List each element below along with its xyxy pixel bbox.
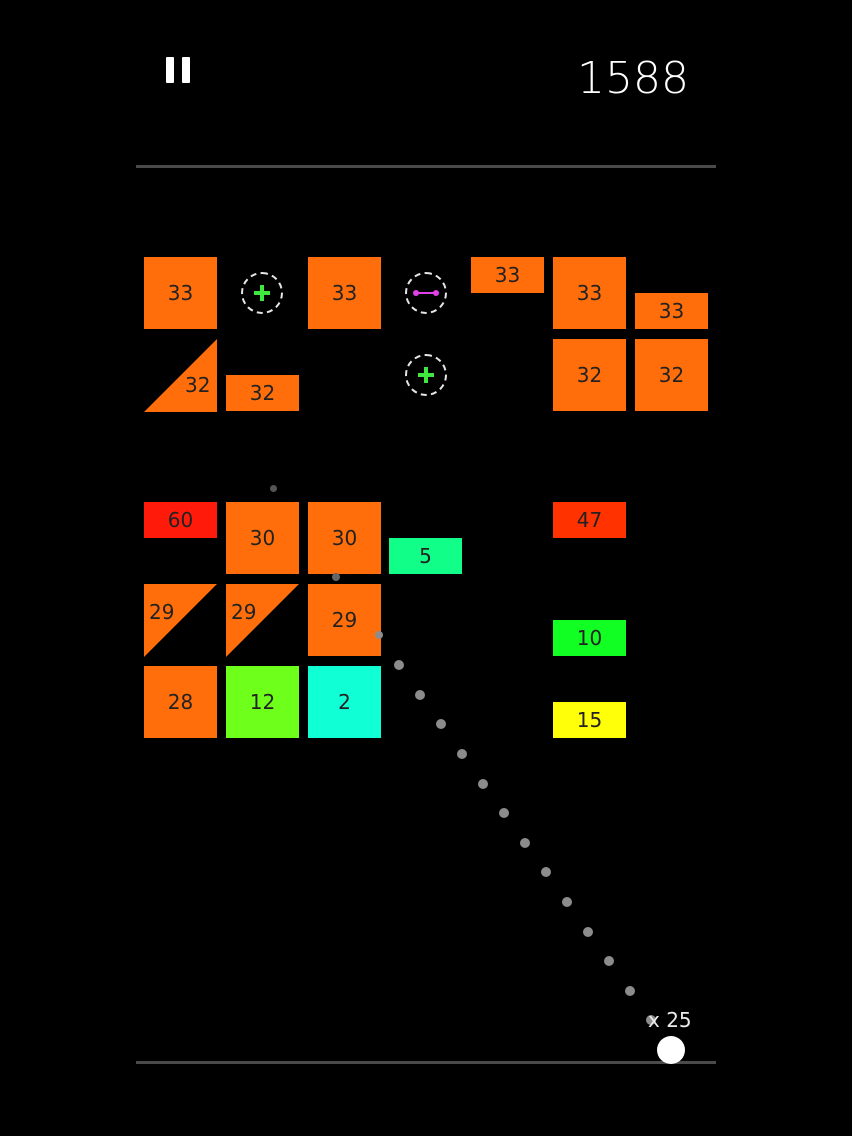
brick: 30 xyxy=(226,502,299,574)
triangle-value: 32 xyxy=(185,373,211,397)
brick: 15 xyxy=(553,702,626,738)
brick: 32 xyxy=(553,339,626,411)
ball-count: x 25 xyxy=(648,1008,692,1032)
brick: 32 xyxy=(635,339,708,411)
plus-icon xyxy=(418,367,434,383)
laser-powerup xyxy=(405,272,447,314)
triangle-fill xyxy=(144,339,217,412)
score: 1588 xyxy=(577,53,689,104)
aim-dot xyxy=(583,927,593,937)
aim-dot xyxy=(478,779,488,789)
brick: 60 xyxy=(144,502,217,538)
brick: 2 xyxy=(308,666,381,738)
aim-dot xyxy=(332,573,340,581)
top-boundary xyxy=(136,165,716,168)
brick: 33 xyxy=(308,257,381,329)
aim-dot xyxy=(457,749,467,759)
aim-dot xyxy=(270,485,277,492)
laser-icon-end xyxy=(413,290,419,296)
extra-ball-powerup xyxy=(241,272,283,314)
aim-dot xyxy=(541,867,551,877)
brick: 12 xyxy=(226,666,299,738)
brick: 47 xyxy=(553,502,626,538)
laser-icon xyxy=(413,290,439,296)
brick: 30 xyxy=(308,502,381,574)
brick: 33 xyxy=(471,257,544,293)
aim-dot xyxy=(520,838,530,848)
extra-ball-powerup xyxy=(405,354,447,396)
plus-icon-stroke xyxy=(254,285,270,301)
triangle-value: 29 xyxy=(231,600,257,624)
brick: 33 xyxy=(635,293,708,329)
triangle-shape xyxy=(144,339,217,412)
triangle-shape xyxy=(144,584,217,657)
aim-dot xyxy=(375,631,383,639)
pause-bar-icon xyxy=(182,57,190,83)
brick: 5 xyxy=(389,538,462,574)
triangle-shape xyxy=(226,584,299,657)
aim-dot xyxy=(646,1015,656,1025)
triangle-brick: 32 xyxy=(144,339,217,412)
triangle-value: 29 xyxy=(149,600,175,624)
brick: 29 xyxy=(308,584,381,656)
aim-dot xyxy=(562,897,572,907)
aim-dot xyxy=(499,808,509,818)
aim-dot xyxy=(436,719,446,729)
brick: 32 xyxy=(226,375,299,411)
brick: 10 xyxy=(553,620,626,656)
aim-dot xyxy=(394,660,404,670)
launcher-ball[interactable] xyxy=(657,1036,685,1064)
pause-button[interactable] xyxy=(166,57,192,83)
triangle-brick: 29 xyxy=(226,584,299,657)
aim-dot xyxy=(415,690,425,700)
aim-dot xyxy=(604,956,614,966)
triangle-fill xyxy=(226,584,299,657)
bottom-boundary xyxy=(136,1061,716,1064)
brick: 33 xyxy=(553,257,626,329)
pause-bar-icon xyxy=(166,57,174,83)
brick: 33 xyxy=(144,257,217,329)
brick: 28 xyxy=(144,666,217,738)
triangle-fill xyxy=(144,584,217,657)
plus-icon xyxy=(254,285,270,301)
laser-icon-end xyxy=(433,290,439,296)
plus-icon-stroke xyxy=(418,367,434,383)
triangle-brick: 29 xyxy=(144,584,217,657)
aim-dot xyxy=(625,986,635,996)
